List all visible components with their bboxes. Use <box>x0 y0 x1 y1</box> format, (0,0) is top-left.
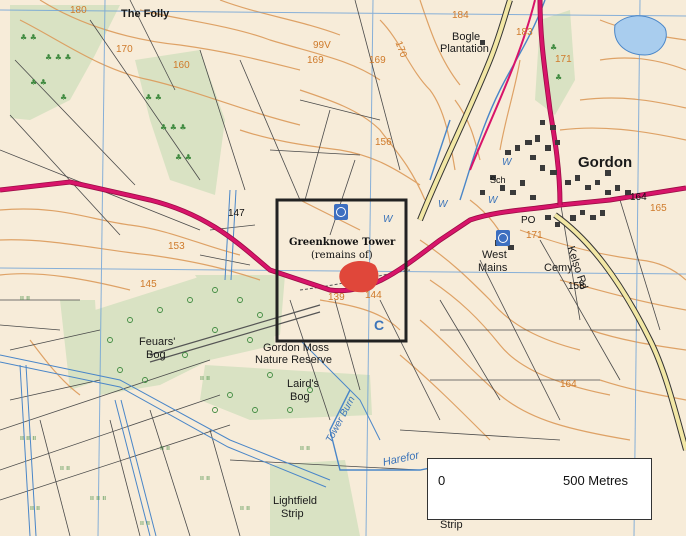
contour-label-169b: 169 <box>369 55 386 66</box>
greenknowe-tower-site <box>339 260 379 293</box>
field-boundaries <box>0 0 661 536</box>
contour-label-145: 145 <box>140 279 157 290</box>
svg-text:ıı ıı: ıı ıı <box>200 474 210 482</box>
contour-label-180: 180 <box>70 5 87 16</box>
marsh-symbols: ıı ıı ıı ıı ıı ıı ıı ıı ıı ıı ıı ıı ıı ıı ıı… <box>20 294 310 527</box>
contour-label-171: 171 <box>526 230 543 241</box>
label-gordon: Gordon <box>578 154 633 171</box>
label-west: West <box>482 249 507 261</box>
inset-frame <box>275 198 408 343</box>
svg-text:ıı ıı: ıı ıı <box>30 504 40 512</box>
label-lairds-bog: Bog <box>290 391 310 403</box>
svg-text:ıı ıı: ıı ıı <box>60 464 70 472</box>
contour-label-183: 183 <box>516 27 533 38</box>
svg-text:ıı ıı: ıı ıı <box>140 519 150 527</box>
label-lightfield: Lightfield <box>273 495 318 507</box>
parking-icon <box>496 230 510 246</box>
scale-start-label: 0 <box>438 473 446 488</box>
spot-height-164: 164 <box>630 192 647 203</box>
label-well-2: W <box>438 199 448 210</box>
label-plantation: Plantation <box>440 43 489 55</box>
label-school: Sch <box>490 175 506 185</box>
minor-roads <box>149 0 686 451</box>
label-well-1: W <box>383 214 393 225</box>
svg-text:♣ ♣ ♣: ♣ ♣ ♣ <box>45 53 72 62</box>
scale-bar: 0 500 Metres <box>427 458 652 520</box>
contour-label-153: 153 <box>168 241 185 252</box>
label-well-3: W <box>502 157 512 168</box>
svg-text:ıı ıı: ıı ıı <box>240 504 250 512</box>
c-symbol: C <box>374 317 385 333</box>
label-cemy: Cemy <box>544 262 573 274</box>
contour-label-160: 160 <box>173 60 190 71</box>
svg-text:♣ ♣: ♣ ♣ <box>30 78 47 87</box>
contour-label-156: 156 <box>375 137 392 148</box>
information-icon <box>334 204 348 220</box>
contour-label-165: 165 <box>650 203 667 214</box>
contour-label-171b: 171 <box>555 54 572 65</box>
svg-text:♣ ♣: ♣ ♣ <box>20 33 37 42</box>
contour-label-99v: 99V <box>313 40 331 51</box>
label-bogle: Bogle <box>452 31 481 43</box>
svg-text:♣: ♣ <box>555 73 562 82</box>
label-well-4: W <box>488 195 498 206</box>
scrub-symbols <box>107 287 313 413</box>
label-lairds: Laird's <box>287 378 320 390</box>
tree-symbols: ♣ ♣ ♣ ♣ ♣ ♣ ♣ ♣ ♣ ♣ ♣ ♣ ♣ ♣ ♣ ♣ ♣ <box>20 33 562 162</box>
svg-text:ıı ıı ıı: ıı ıı ıı <box>90 494 106 502</box>
svg-text:ıı ıı: ıı ıı <box>20 294 30 302</box>
svg-text:ıı ıı ıı: ıı ıı ıı <box>20 434 36 442</box>
contour-label-184: 184 <box>452 10 469 21</box>
lake <box>614 15 667 56</box>
label-remains-of: (remains of) <box>311 250 373 261</box>
contour-lines <box>0 0 686 441</box>
svg-text:♣: ♣ <box>60 93 67 102</box>
spot-height-147: 147 <box>228 208 245 219</box>
svg-text:ıı ıı: ıı ıı <box>300 444 310 452</box>
label-greenknowe-tower: Greenknowe Tower <box>289 237 396 248</box>
label-strip: Strip <box>440 519 463 531</box>
svg-text:♣ ♣: ♣ ♣ <box>145 93 162 102</box>
label-the-folly: The Folly <box>121 8 170 20</box>
label-mains: Mains <box>478 262 508 274</box>
svg-text:ıı ıı: ıı ıı <box>160 444 170 452</box>
label-nature-reserve: Nature Reserve <box>255 354 333 366</box>
contour-label-139: 139 <box>328 292 345 303</box>
spot-height-158: 158 <box>568 281 585 292</box>
contour-label-170: 170 <box>116 44 133 55</box>
svg-text:♣: ♣ <box>550 43 557 52</box>
svg-text:♣ ♣ ♣: ♣ ♣ ♣ <box>160 123 187 132</box>
drains <box>0 189 381 536</box>
contour-label-164: 164 <box>560 379 577 390</box>
contour-label-169: 169 <box>307 55 324 66</box>
scale-end-label: 500 Metres <box>563 473 629 488</box>
contour-label-144: 144 <box>365 290 382 301</box>
label-feuars: Feuars' <box>139 336 176 348</box>
svg-text:ıı ıı: ıı ıı <box>200 374 210 382</box>
svg-text:♣ ♣: ♣ ♣ <box>175 153 192 162</box>
label-post-office: PO <box>521 215 536 226</box>
label-feuars-bog: Bog <box>146 349 166 361</box>
label-gordon-moss: Gordon Moss <box>263 342 330 354</box>
label-lightfield-strip: Strip <box>281 508 304 520</box>
